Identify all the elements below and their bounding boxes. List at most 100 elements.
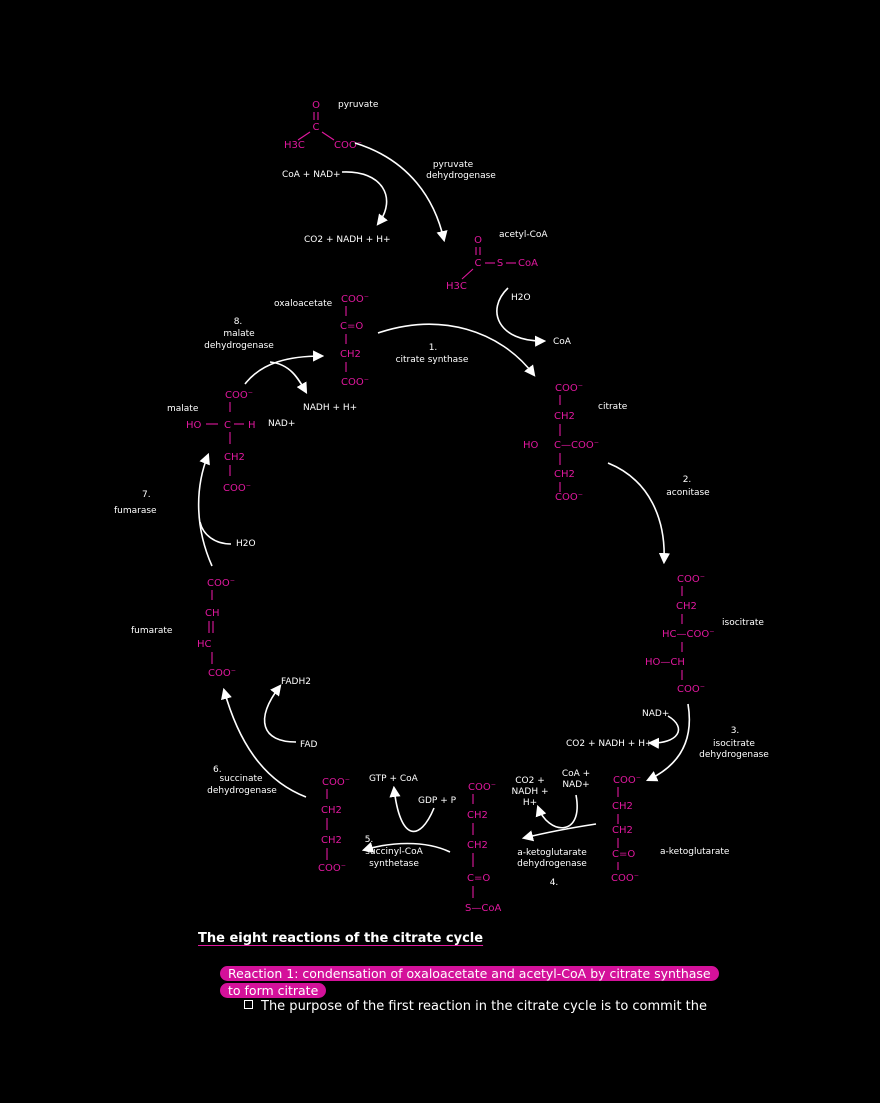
- acetyl-s: S: [497, 258, 503, 269]
- r4-co2-3: H+: [523, 798, 537, 808]
- scoa-coo: COO⁻: [468, 782, 496, 793]
- r4-co2-1: CO2 +: [515, 776, 545, 786]
- r7-h2o: H2O: [236, 539, 256, 549]
- citrate-structure: COO⁻ CH2 HO C—COO⁻ CH2 COO⁻: [523, 383, 599, 503]
- r3-arrow: [645, 703, 691, 782]
- r5-enzyme-1: succinyl-CoA: [365, 847, 423, 857]
- r4-arrow: [521, 823, 597, 842]
- iso-ho-ch: HO—CH: [645, 657, 685, 668]
- fum-coo-bottom: COO⁻: [208, 668, 236, 679]
- acetyl-c: C: [475, 258, 482, 269]
- r8-side-arrow: [269, 361, 308, 394]
- r1-number: 1.: [429, 343, 438, 353]
- pyruvate-h3c: H3C: [284, 140, 305, 151]
- citrate-coo-top: COO⁻: [555, 383, 583, 394]
- iso-hc-coo: HC—COO⁻: [662, 629, 715, 640]
- oaa-coo-bottom: COO⁻: [341, 377, 369, 388]
- akg-ch2-1: CH2: [612, 801, 633, 812]
- r1-arrow: [377, 323, 536, 377]
- r3-side-arrow: [647, 715, 680, 749]
- r7-side-line: [199, 521, 232, 545]
- r4-side-arrow: [535, 794, 578, 829]
- alpha-ketoglutarate-structure: COO⁻ CH2 CH2 C=O COO⁻: [611, 775, 641, 884]
- scoa-s-coa: S—CoA: [465, 903, 501, 914]
- pyruvate-label: pyruvate: [338, 100, 379, 110]
- notes-heading: The eight reactions of the citrate cycle: [198, 931, 484, 946]
- malate-structure: COO⁻ HO C H CH2 COO⁻: [186, 390, 256, 494]
- r4-enzyme-2: dehydrogenase: [517, 859, 587, 869]
- fumarate-label: fumarate: [131, 626, 173, 636]
- acetyl-h3c: H3C: [446, 281, 467, 292]
- succ-coo-bottom: COO⁻: [318, 863, 346, 874]
- r2-arrow: [607, 462, 671, 565]
- citrate-c-coo: C—COO⁻: [554, 440, 599, 451]
- citrate-coo-bottom: COO⁻: [555, 492, 583, 503]
- akg-coo-bottom: COO⁻: [611, 873, 639, 884]
- akg-c-o: C=O: [612, 849, 635, 860]
- r4-co2-2: NADH +: [512, 787, 549, 797]
- r3-enzyme-2: dehydrogenase: [699, 750, 769, 760]
- iso-coo-bottom: COO⁻: [677, 684, 705, 695]
- isocitrate-label: isocitrate: [722, 618, 764, 628]
- r5-side-arrow: [389, 785, 435, 833]
- pdh-label-1: pyruvate: [433, 160, 474, 170]
- citrate-ch2-bottom: CH2: [554, 469, 575, 480]
- citrate-ch2-top: CH2: [554, 411, 575, 422]
- isocitrate-structure: COO⁻ CH2 HC—COO⁻ HO—CH COO⁻: [645, 574, 715, 695]
- r3-products: CO2 + NADH + H+: [566, 739, 653, 749]
- pyruvate-coo: COO⁻: [334, 140, 362, 151]
- r4-coa-nad-1: CoA +: [562, 769, 590, 779]
- r7-arrow: [197, 452, 213, 567]
- r6-number: 6.: [213, 765, 222, 775]
- citrate-ho: HO: [523, 440, 539, 451]
- mal-ch2: CH2: [224, 452, 245, 463]
- bullet-item: The purpose of the first reaction in the…: [244, 999, 707, 1014]
- r5-gtp-coa: GTP + CoA: [369, 774, 419, 784]
- pdh-arrow: [354, 142, 448, 243]
- r3-nad: NAD+: [642, 709, 669, 719]
- mal-h: H: [248, 420, 256, 431]
- fumarate-structure: COO⁻ CH HC COO⁻: [197, 578, 236, 679]
- r3-enzyme-1: isocitrate: [713, 739, 755, 749]
- oaa-coo-top: COO⁻: [341, 294, 369, 305]
- r6-fadh2: FADH2: [281, 677, 311, 687]
- malate-label: malate: [167, 404, 199, 414]
- mal-c: C: [224, 420, 231, 431]
- mal-coo-bottom: COO⁻: [223, 483, 251, 494]
- r6-arrow: [221, 687, 307, 798]
- r8-arrow: [244, 350, 325, 385]
- r4-number: 4.: [550, 878, 559, 888]
- fum-ch: CH: [205, 608, 220, 619]
- acetyl-o: O: [474, 235, 482, 246]
- acetyl-coa-structure: O C S CoA H3C: [446, 235, 538, 292]
- succinate-structure: COO⁻ CH2 CH2 COO⁻: [318, 777, 350, 874]
- reaction-1-title-line-2: to form citrate: [220, 983, 327, 998]
- oaa-c-o: C=O: [340, 321, 363, 332]
- r8-nad: NAD+: [268, 419, 295, 429]
- succinyl-coa-structure: COO⁻ CH2 CH2 C=O S—CoA: [465, 782, 501, 914]
- r6-fad: FAD: [300, 740, 318, 750]
- checkbox-icon[interactable]: [244, 1000, 253, 1009]
- iso-ch2: CH2: [676, 601, 697, 612]
- succ-ch2-1: CH2: [321, 805, 342, 816]
- r6-side-arrow: [263, 684, 297, 743]
- acetyl-coa-group: CoA: [518, 258, 538, 269]
- pdh-cofactor-out: CO2 + NADH + H+: [304, 235, 391, 245]
- reaction-1-title-line-1: Reaction 1: condensation of oxaloacetate…: [220, 966, 719, 981]
- r7-number: 7.: [142, 490, 151, 500]
- pdh-side-arrow: [341, 171, 388, 226]
- r4-enzyme-1: a-ketoglutarate: [517, 848, 587, 858]
- scoa-ch2-1: CH2: [467, 810, 488, 821]
- mal-coo-top: COO⁻: [225, 390, 253, 401]
- pdh-label-2: dehydrogenase: [426, 171, 496, 181]
- bond-line: [321, 131, 335, 141]
- oxaloacetate-structure: COO⁻ C=O CH2 COO⁻: [340, 294, 369, 388]
- akg-ch2-2: CH2: [612, 825, 633, 836]
- r2-enzyme: aconitase: [666, 488, 710, 498]
- r5-arrow: [361, 842, 451, 853]
- citrate-label: citrate: [598, 402, 628, 412]
- r5-number: 5.: [365, 835, 374, 845]
- bond-line: [461, 268, 474, 280]
- r6-enzyme-2: dehydrogenase: [207, 786, 277, 796]
